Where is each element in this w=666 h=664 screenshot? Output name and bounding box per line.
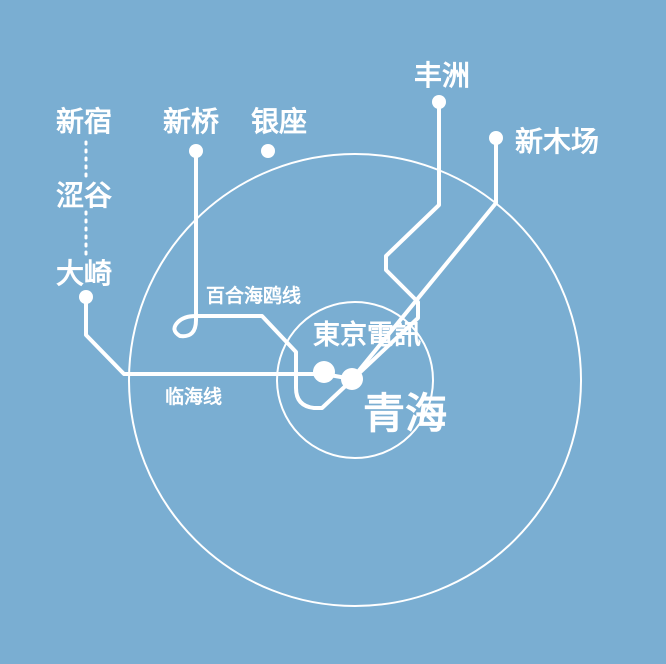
inner-ring [276,301,434,459]
station-label-shinkiba: 新木场 [515,125,599,158]
station-dot-toyosu[interactable] [432,95,446,109]
station-label-shibuya: 涩谷 [56,179,113,212]
station-label-shinbashi: 新桥 [163,105,219,138]
station-dot-osaki[interactable] [79,290,93,304]
station-dot-tokyo-teleport[interactable] [313,361,335,383]
station-label-shinjuku: 新宿 [56,105,112,138]
station-label-ginza: 银座 [251,105,307,138]
line-label-yurikamome: 百合海鸥线 [206,284,301,307]
station-label-tokyo-teleport: 東京電訊 [313,319,421,351]
outer-ring [128,153,582,607]
station-dot-aomi[interactable] [341,368,363,390]
station-dot-shinkiba[interactable] [489,131,503,145]
station-dot-ginza[interactable] [261,144,275,158]
station-label-osaki: 大崎 [56,257,112,290]
line-label-rinkai: 临海线 [165,385,222,408]
station-dot-shinbashi[interactable] [189,144,203,158]
station-label-aomi: 青海 [363,389,447,438]
yurikamome-line-path [172,100,441,410]
station-label-toyosu: 丰洲 [414,59,470,92]
rinkai-line-path [84,136,498,381]
